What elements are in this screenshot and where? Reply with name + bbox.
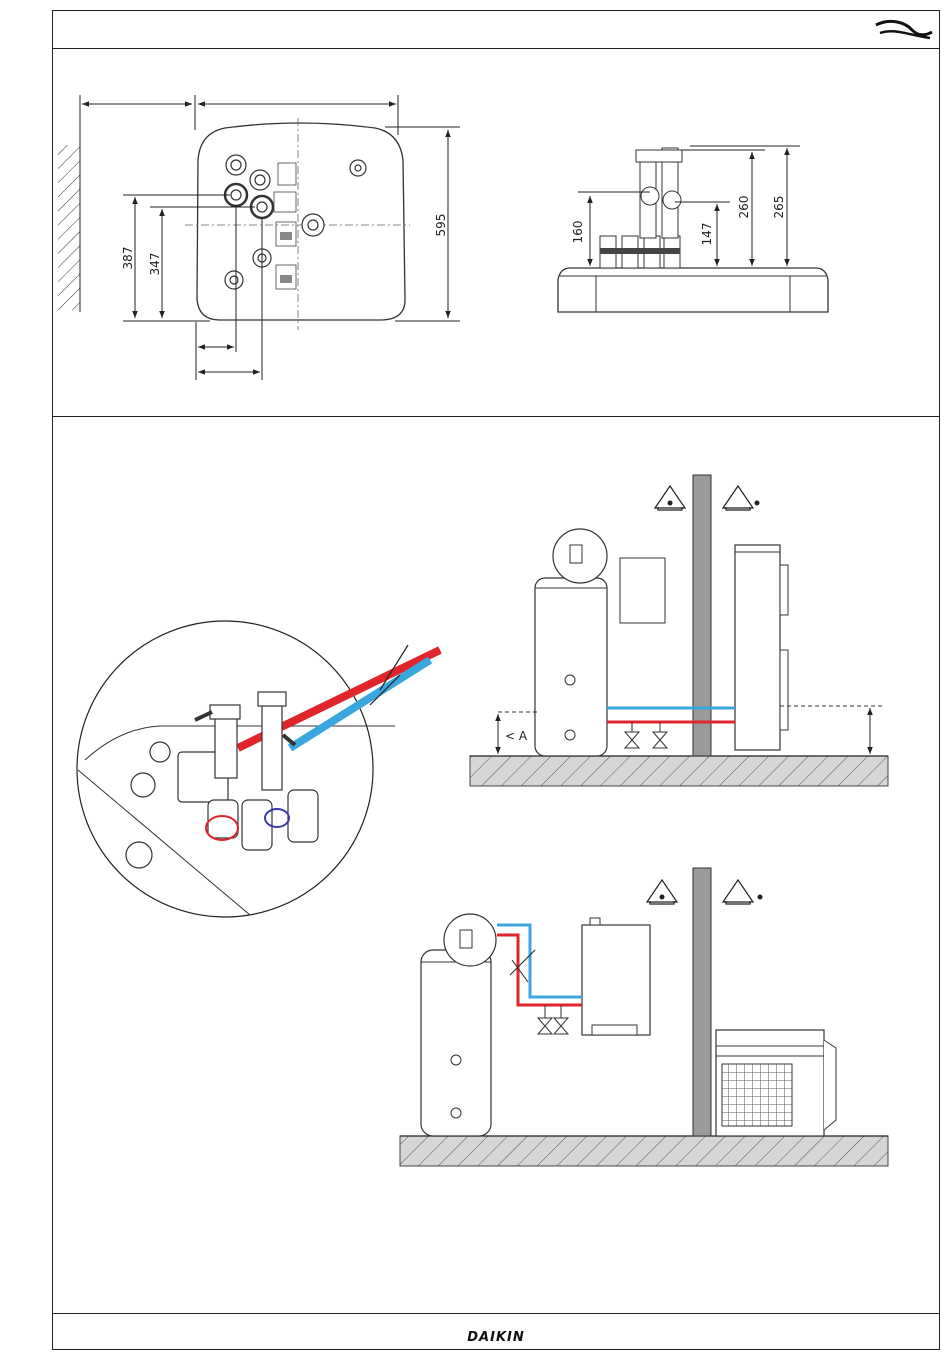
house-outdoor-icon-2 — [723, 880, 763, 904]
dimension-595: 595 — [434, 214, 448, 237]
house-outdoor-icon — [723, 486, 760, 510]
house-indoor-icon-2 — [647, 880, 677, 904]
wall-hatch — [58, 145, 80, 310]
top-view-drawing — [58, 95, 460, 380]
side-view-drawing — [558, 146, 828, 312]
dimension-347: 347 — [148, 253, 162, 276]
house-indoor-icon — [655, 486, 685, 510]
connection-detail-circle — [77, 621, 440, 917]
footer-brand-logo: DAIKIN — [456, 1330, 536, 1345]
dimension-147: 147 — [700, 223, 714, 246]
dimension-260: 260 — [737, 196, 751, 219]
dimension-387: 387 — [121, 247, 135, 270]
installation-diagram-1 — [470, 475, 888, 786]
dimension-160: 160 — [571, 221, 585, 244]
dimension-265: 265 — [772, 196, 786, 219]
installation-diagram-2 — [400, 868, 888, 1166]
height-limit-label: < A — [505, 729, 528, 743]
tank-top-outline — [197, 123, 405, 320]
daikin-swoosh-icon — [876, 21, 932, 38]
